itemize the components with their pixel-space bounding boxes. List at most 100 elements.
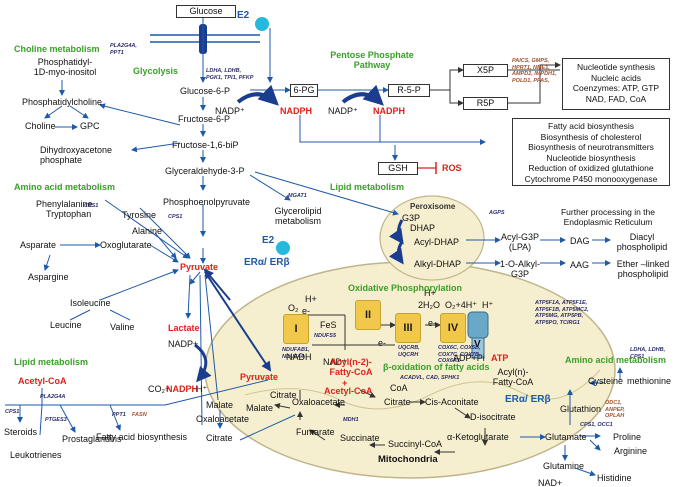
lactate: Lactate [168,323,200,333]
ether-phospholipid: Ether –linked phospholipid [616,259,670,279]
choline: Choline [25,121,56,131]
glycolysis-genes: LDHA, LDHB, PGK1, TPI1, PFKP [206,68,254,81]
glucose-6-p: Glucose-6-P [180,86,231,96]
fructose-6-p: Fructose-6-P [178,114,231,124]
fes: FeS [320,320,337,330]
oxoglutarate: Oxoglutarate [100,240,152,250]
mitochondria-title: Mitochondria [378,454,438,465]
e2-receptor-top [255,17,269,31]
peroxisome-dhap: DHAP [410,223,436,233]
acetyl-coa-mito: Acetyl-CoA [324,386,373,396]
succinate: Succinate [340,433,380,443]
complex-iv: IV [440,313,466,343]
peroxisome-membrane [379,195,485,281]
prostaglandins: Prostaglandins [62,434,122,444]
phenylalanine: Phenylalanine [36,199,93,209]
alkyl-dhap: Alkyl-DHAP [414,259,462,269]
e-minus-1: e- [302,306,311,316]
cps1-gene-amino: CPS1 [84,203,99,209]
lipid-metabolism-title: Lipid metabolism [330,182,405,192]
nucleotide-box: Nucleotide synthesis Nucleic acids Coenz… [562,58,670,110]
e2-receptor-mid [276,241,290,255]
biosynthesis-box: Fatty acid biosynthesis Biosynthesis of … [512,118,670,186]
glutamine: Glutamine [543,461,585,471]
o2-4h: O₂+4H⁺ [445,300,478,310]
cysteine: Cysteine [588,376,624,386]
amino-acid-title: Amino acid metabolism [14,182,116,192]
nad-plus-bottom: NAD+ [538,478,563,487]
fructose-1-6-bip: Fructose-1,6-biP [172,140,239,150]
agps-gene: AGPS [489,210,505,216]
ptges3-gene: PTGES3 [45,417,67,423]
o2: O₂ [288,303,299,313]
glutathion: Glutathion [560,404,602,414]
gsh-box: GSH [378,162,418,175]
nadh: NADH [286,352,312,362]
cis-aconitate: Cis-Aconitate [425,397,479,407]
proline: Proline [613,432,642,442]
atp-synthase-genes: ATP5F1A, ATP5F1E, ATP5F1B, ATP5MC2, ATP5… [535,300,589,326]
alanine: Alanine [132,226,163,236]
mgat1-gene: MGAT1 [288,193,307,199]
beta-oxidation-title: β-oxidation of fatty acids [383,362,490,372]
nadp-plus: NADP+ [168,339,199,349]
adp-pi: ADP+Pi [453,353,485,363]
glycolysis-title: Glycolysis [133,66,179,76]
cps1-occ1-gene: CPS1, OCC1 [580,422,613,428]
plus-sign: + [342,378,348,388]
peroxisome-label: Peroxisome [410,202,456,211]
oxaloacetate-outside: Oxaloacetate [196,414,250,424]
mdh1-gene: MDH1 [343,417,359,423]
amino-acid-title-2: Amino acid metabolism [565,355,667,365]
h-plus-v: H⁺ [482,300,494,310]
citrate-mito-2: Citrate [384,397,411,407]
pla2g4a-gene: PLA2G4A [40,394,66,400]
phosphatidyl-inositol: Phosphatidyl- 1D-myo-inositol [33,57,97,77]
citrate-outside: Citrate [206,433,233,443]
fumarate: Fumarate [296,427,335,437]
r5p-box: R-5-P [388,84,430,97]
steroids: Steroids [4,427,38,437]
fatty-acid-biosynthesis: Fatty acid biosynthesis [96,432,188,442]
complex-iii-genes: UQCRB, UQCRH [398,345,420,358]
e2-label-mid: E2 [262,235,275,246]
complex-v-label: V [474,339,481,350]
histidine: Histidine [597,473,632,483]
leucine: Leucine [50,320,82,330]
gpc: GPC [80,121,100,131]
oxphos-title: Oxidative Phosphorylation [348,283,463,293]
acyl-n2-fatty-coa: Acyl(n-2)- Fatty-CoA [329,357,373,377]
complex-iv-genes: COX6C, COX5B, COX7C, COX7B, COX6A1 [438,345,481,364]
acyl-n-fatty-coa: Acyl(n)- Fatty-CoA [492,367,534,387]
co2: CO₂+ [148,384,171,394]
two-h2o: 2H₂O [418,300,440,310]
tyrosine: Tyrosine [122,210,157,220]
acyl-dhap: Acyl-DHAP [414,237,460,247]
alkyl-g3p: 1-O-Alkyl- G3P [500,259,540,279]
acetyl-coa-lipid: Acetyl-CoA [18,376,67,386]
complex-i-gene2: NDUFS5 [314,333,337,339]
amino2-genes-2: ODC1, ANPEP, OPLAH [605,400,625,419]
malate-outside: Malate [206,400,234,410]
ppt1-gene: PPT1 [112,412,126,418]
choline-metabolism-title: Choline metabolism [14,44,100,54]
arginine: Arginine [614,446,648,456]
g3p: G3P [402,213,421,223]
dhap: Dihydroxyacetone phosphate [40,145,113,165]
phosphoenolpyruvate: Phosphoenolpyruvate [163,197,251,207]
complex-i: I [283,314,309,344]
h-plus-top: H+ [305,294,317,304]
alpha-ketoglutarate: α-Ketoglutarate [447,432,509,442]
aag: AAG [570,260,590,270]
fasn-gene: FASN [132,412,147,418]
er-label-mito: ERα/ ERβ [505,394,551,405]
isoleucine: Isoleucine [70,298,111,308]
er-label-mid: ERα/ ERβ [244,257,290,268]
glyceraldehyde-3-p: Glyceraldehyde-3-P [165,166,245,176]
coa: CoA [390,383,408,393]
h-plus: H⁺ [196,384,208,394]
x5p-box: X5P [463,64,508,77]
nadph-1: NADPH [280,106,313,116]
complex-ii: II [355,300,381,330]
